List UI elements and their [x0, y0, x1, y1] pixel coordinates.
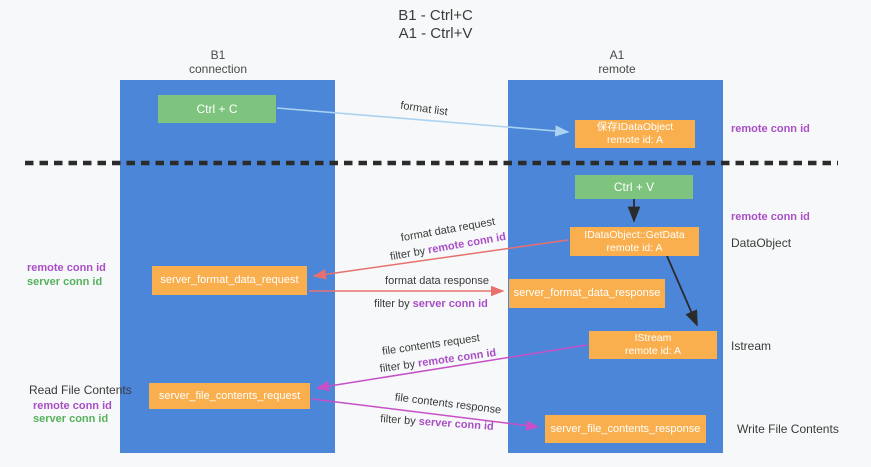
box-server-format-data-response: server_format_data_response — [509, 279, 665, 308]
label-remote-conn-id-mid: remote conn id — [731, 211, 810, 223]
label-format-list: format list — [399, 99, 449, 119]
label-remote-conn-id-top: remote conn id — [731, 123, 810, 135]
ctrl-c-label: Ctrl + C — [196, 101, 238, 116]
label-format-data-response: format data response — [385, 275, 489, 287]
getdata-line1: IDataObject::GetData — [584, 228, 685, 241]
filter-by-text-3: filter by — [379, 358, 416, 376]
label-left-remote-conn-1: remote conn id — [27, 262, 106, 274]
diagram-title: B1 - Ctrl+C A1 - Ctrl+V — [0, 7, 871, 43]
box-istream: IStream remote id: A — [589, 331, 717, 359]
box-server-file-contents-response: server_file_contents_response — [545, 415, 706, 443]
ctrl-v-label: Ctrl + V — [613, 179, 655, 194]
file-response-label: server_file_contents_response — [550, 422, 701, 435]
left-column-header: B1 connection — [148, 48, 288, 76]
label-read-file-contents: Read File Contents — [29, 383, 132, 397]
right-header-name: A1 — [609, 48, 625, 62]
title-line-2: A1 - Ctrl+V — [398, 25, 473, 42]
label-filter-server-4: filter by server conn id — [380, 413, 494, 433]
box-server-format-data-request: server_format_data_request — [152, 266, 307, 295]
right-column-header: A1 remote — [547, 48, 687, 76]
filter-by-text-1: filter by — [389, 245, 427, 264]
label-left-server-conn-2: server conn id — [33, 413, 109, 425]
filter-by-text-2: filter by — [374, 298, 410, 310]
box-ctrl-v: Ctrl + V — [575, 175, 693, 199]
label-left-remote-conn-2: remote conn id — [33, 400, 112, 412]
title-line-1: B1 - Ctrl+C — [398, 7, 473, 24]
save-dataobject-line2: remote id: A — [606, 134, 664, 146]
box-idataobject-getdata: IDataObject::GetData remote id: A — [570, 227, 699, 256]
filter-by-text-4: filter by — [379, 413, 417, 428]
format-response-label: server_format_data_response — [513, 287, 661, 299]
istream-line2: remote id: A — [624, 345, 682, 357]
left-header-name: B1 — [210, 48, 226, 62]
box-server-file-contents-request: server_file_contents_request — [149, 383, 310, 409]
label-filter-server-2: filter by server conn id — [374, 298, 488, 310]
label-left-server-conn-1: server conn id — [27, 276, 103, 288]
format-request-label: server_format_data_request — [160, 274, 299, 286]
label-file-contents-response: file contents response — [394, 391, 502, 417]
filter-value-2: server conn id — [412, 298, 488, 310]
filter-value-4: server conn id — [418, 415, 495, 433]
box-ctrl-c: Ctrl + C — [158, 95, 276, 123]
label-dataobject: DataObject — [731, 236, 792, 250]
getdata-line2: remote id: A — [606, 241, 663, 254]
label-write-file-contents: Write File Contents — [737, 422, 839, 436]
left-header-role: connection — [188, 62, 248, 76]
right-header-role: remote — [598, 62, 636, 76]
save-dataobject-line1: 保存IDataObject — [596, 121, 674, 133]
box-save-dataobject: 保存IDataObject remote id: A — [575, 120, 695, 148]
istream-line1: IStream — [634, 332, 672, 344]
file-request-label: server_file_contents_request — [158, 389, 301, 402]
label-istream: Istream — [731, 339, 772, 353]
